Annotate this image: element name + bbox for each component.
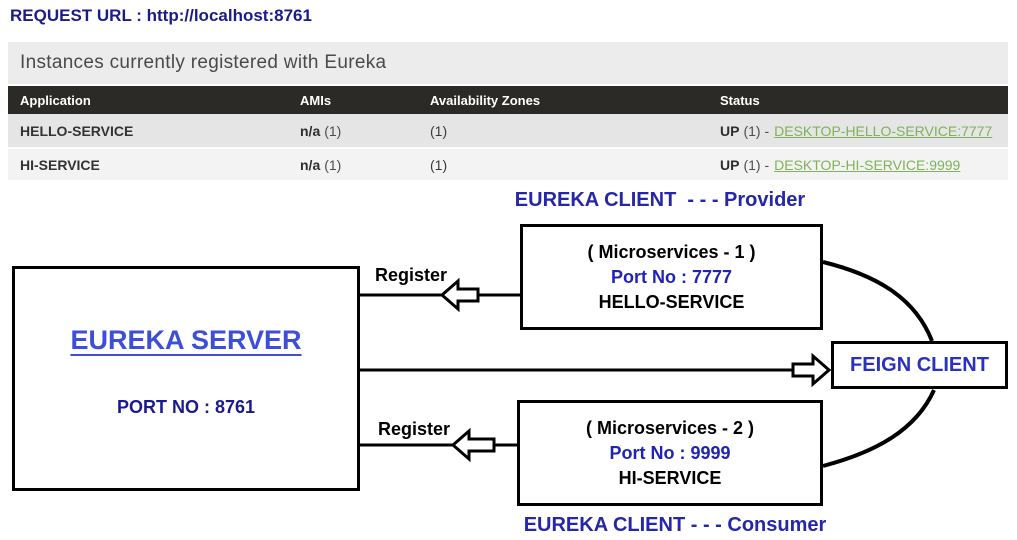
eureka-server-port: PORT NO : 8761 [116,397,256,417]
amis-value: n/a [300,156,321,173]
status-count: (1) - [743,122,770,139]
cell-application: HELLO-SERVICE [20,122,134,139]
curve-feign-to-ms2 [822,389,936,468]
cell-status: UP(1) -DESKTOP-HI-SERVICE:9999 [708,157,1008,173]
microservice-1-title: ( Microservices - 1 ) [587,241,756,262]
microservice-2-port: Port No : 9999 [609,442,731,463]
right-arrow-icon [791,352,832,388]
cell-amis: n/a(1) [288,123,418,139]
microservice-2-service-name: HI-SERVICE [618,467,722,488]
curve-ms1-to-feign [822,260,934,342]
column-header-amis: AMIs [300,92,332,108]
eureka-instances-table: Instances currently registered with Eure… [8,42,1008,180]
table-header-row: Application AMIs Availability Zones Stat… [8,86,1008,114]
cell-zones: (1) [430,156,448,173]
left-arrow-icon [450,427,496,463]
table-title: Instances currently registered with Eure… [20,52,387,73]
microservice-1-service-name: HELLO-SERVICE [598,291,745,312]
left-arrow-icon [439,277,480,313]
cell-amis: n/a(1) [288,157,418,173]
instance-link[interactable]: DESKTOP-HELLO-SERVICE:7777 [774,122,993,139]
table-row: HI-SERVICE n/a(1) (1) UP(1) -DESKTOP-HI-… [8,149,1008,180]
cell-status: UP(1) -DESKTOP-HELLO-SERVICE:7777 [708,123,1008,139]
register-label-bottom: Register [378,419,451,439]
microservice-1-box: ( Microservices - 1 ) Port No : 7777 HEL… [520,224,823,330]
cell-zones: (1) [430,122,448,139]
eureka-server-title: EUREKA SERVER [70,325,302,355]
consumer-client-label: EUREKA CLIENT - - - Consumer [523,514,827,536]
instance-link[interactable]: DESKTOP-HI-SERVICE:9999 [774,156,961,173]
column-header-status: Status [720,92,760,108]
status-value: UP [720,156,740,173]
cell-application: HI-SERVICE [20,156,100,173]
feign-client-label: FEIGN CLIENT [850,353,989,376]
status-count: (1) - [743,156,770,173]
column-header-availability-zones: Availability Zones [430,92,541,108]
provider-client-label: EUREKA CLIENT - - - Provider [514,189,806,211]
amis-count: (1) [324,122,342,139]
microservice-2-title: ( Microservices - 2 ) [585,417,755,438]
table-title-band: Instances currently registered with Eure… [8,42,1008,84]
status-value: UP [720,122,740,139]
register-label-top: Register [375,265,448,285]
request-url-text: REQUEST URL : http://localhost:8761 [10,6,312,25]
eureka-server-box: EUREKA SERVER PORT NO : 8761 [12,266,360,491]
feign-client-box: FEIGN CLIENT [831,341,1008,389]
column-header-application: Application [20,92,91,108]
table-row: HELLO-SERVICE n/a(1) (1) UP(1) -DESKTOP-… [8,114,1008,147]
amis-count: (1) [324,156,342,173]
microservice-1-port: Port No : 7777 [610,266,733,287]
microservice-2-box: ( Microservices - 2 ) Port No : 9999 HI-… [517,400,823,506]
amis-value: n/a [300,122,321,139]
